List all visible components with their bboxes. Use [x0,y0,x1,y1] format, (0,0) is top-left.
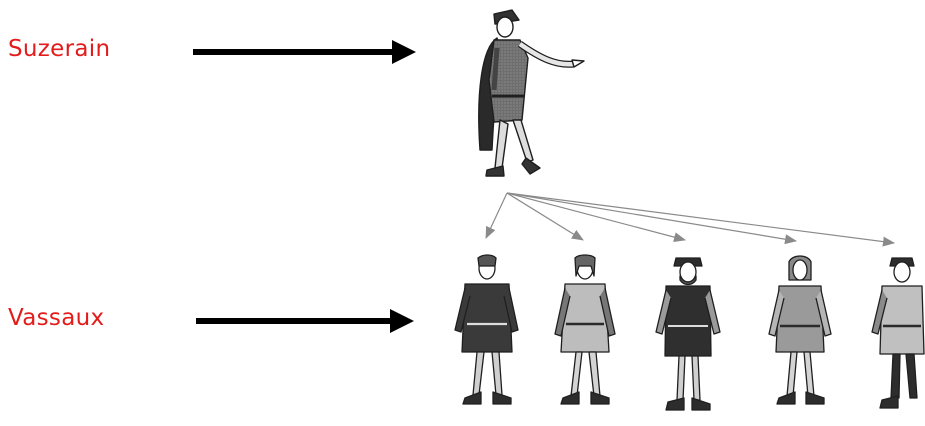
vassal-figure-5 [872,258,924,408]
hierarchy-arrows [486,193,894,243]
hierarchy-arrow-2 [507,193,583,240]
hierarchy-arrow-3 [507,193,685,240]
vassaux-pointer-arrow [196,309,414,333]
hierarchy-arrow-4 [507,193,796,241]
vassal-figure-2 [555,255,615,404]
suzerain-pointer-arrow [193,40,416,64]
vassal-figure-3 [656,258,720,410]
hierarchy-arrow-1 [486,193,507,238]
suzerain-figure [479,10,584,176]
hierarchy-arrow-5 [507,193,894,243]
vassal-figure-4 [769,256,831,404]
vassal-figure-1 [455,255,518,404]
